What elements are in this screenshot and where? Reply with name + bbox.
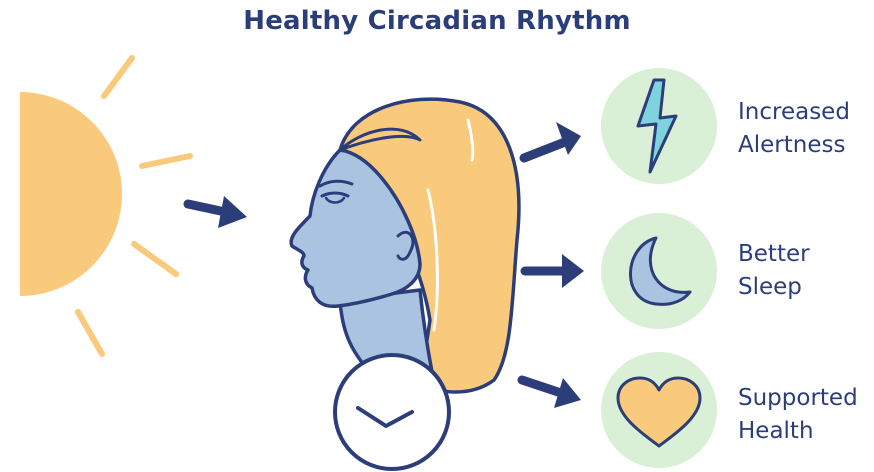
- badge-circle: [601, 213, 717, 329]
- label-line: Health: [738, 415, 858, 448]
- health-badge: [601, 352, 717, 468]
- label-line: Better: [738, 238, 810, 271]
- sleep-badge: [601, 213, 717, 329]
- sun-body: [20, 92, 122, 296]
- label-better-sleep: Better Sleep: [738, 238, 810, 304]
- alertness-badge: [601, 68, 717, 184]
- arrow-right-icon: [525, 254, 584, 288]
- arrow-up-right-icon: [524, 122, 581, 158]
- sun-ray: [142, 156, 190, 166]
- sun-ray: [104, 58, 132, 96]
- label-line: Alertness: [738, 129, 850, 162]
- clock-face: [335, 355, 449, 469]
- sun-ray: [78, 312, 102, 354]
- arrow-right-icon: [188, 196, 247, 228]
- sun-ray: [134, 244, 176, 274]
- label-line: Supported: [738, 382, 858, 415]
- person-head-icon: [291, 99, 519, 392]
- label-line: Sleep: [738, 271, 810, 304]
- sun-icon: [20, 58, 190, 354]
- label-line: Increased: [738, 96, 850, 129]
- label-supported-health: Supported Health: [738, 382, 858, 448]
- arrow-down-right-icon: [522, 378, 581, 408]
- clock-icon: [335, 355, 449, 469]
- label-increased-alertness: Increased Alertness: [738, 96, 850, 162]
